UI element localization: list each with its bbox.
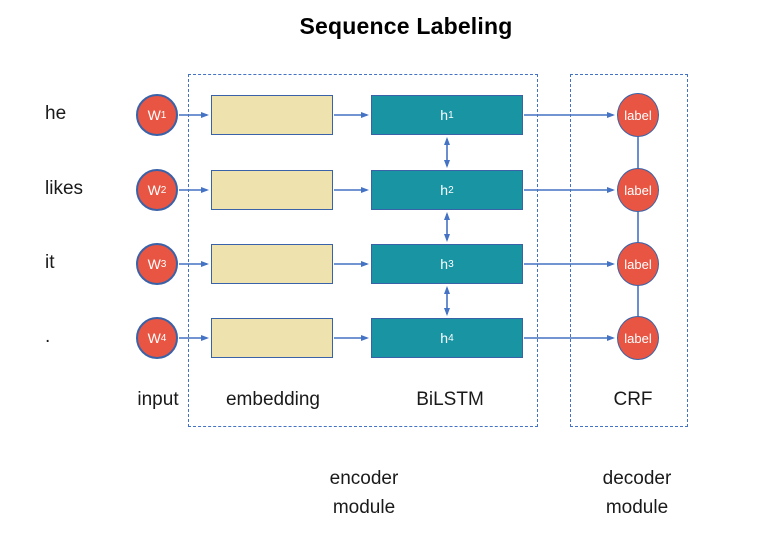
h1-subscript: 1 bbox=[448, 109, 454, 121]
crf-label-node-1: label bbox=[617, 93, 659, 137]
embedding-box-1 bbox=[211, 95, 333, 135]
decoder-module-box bbox=[570, 74, 688, 427]
embedding-box-3 bbox=[211, 244, 333, 284]
w3-base: W bbox=[147, 256, 161, 272]
embedding-box-4 bbox=[211, 318, 333, 358]
h3-base: h bbox=[440, 256, 449, 272]
w1-subscript: 1 bbox=[160, 109, 167, 121]
decoder-module-label: decoder module bbox=[602, 468, 672, 518]
column-label-crf: CRF bbox=[613, 389, 653, 410]
crf-label-node-4: label bbox=[617, 316, 659, 360]
w4-subscript: 4 bbox=[160, 332, 167, 344]
embedding-box-2 bbox=[211, 170, 333, 210]
h4-subscript: 4 bbox=[448, 332, 454, 344]
diagram-title: Sequence Labeling bbox=[299, 13, 513, 39]
crf-label-node-2: label bbox=[617, 168, 659, 212]
encoder-module-label: encoder module bbox=[329, 468, 399, 518]
encoder-module-box bbox=[188, 74, 538, 427]
w4-base: W bbox=[147, 330, 161, 346]
h2-base: h bbox=[440, 182, 449, 198]
column-label-bilstm: BiLSTM bbox=[416, 389, 484, 410]
w1-base: W bbox=[147, 107, 161, 123]
w3-subscript: 3 bbox=[160, 258, 167, 270]
input-word-1: he bbox=[45, 103, 67, 124]
input-word-4: . bbox=[45, 326, 51, 347]
input-word-3: it bbox=[45, 252, 55, 273]
w2-base: W bbox=[147, 182, 161, 198]
w2-subscript: 2 bbox=[160, 184, 167, 196]
crf-label-node-3: label bbox=[617, 242, 659, 286]
h3-subscript: 3 bbox=[448, 258, 454, 270]
h1-base: h bbox=[440, 107, 449, 123]
h2-subscript: 2 bbox=[448, 184, 454, 196]
h4-base: h bbox=[440, 330, 449, 346]
input-word-2: likes bbox=[45, 178, 84, 199]
column-label-input: input bbox=[137, 389, 179, 410]
column-label-embedding: embedding bbox=[225, 389, 321, 410]
